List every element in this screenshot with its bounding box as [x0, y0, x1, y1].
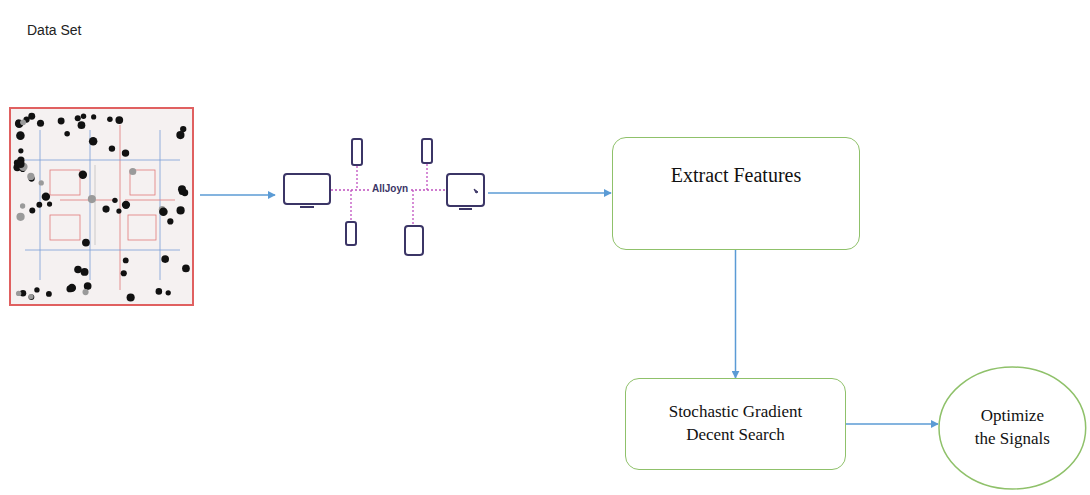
- sensor-dots: [13, 113, 189, 302]
- process-box: Stochastic Gradient Decent Search: [625, 378, 846, 470]
- network-label: AllJoyn: [370, 183, 410, 194]
- network-links: [331, 164, 445, 224]
- flow-arrow: [200, 194, 275, 196]
- devices: [284, 139, 484, 255]
- ellipse-shape: [939, 367, 1086, 489]
- node-text: Extract Features: [671, 162, 802, 189]
- flow-arrow: [488, 192, 611, 194]
- flow-arrow: [846, 423, 938, 425]
- diagram-heading: Data Set: [25, 22, 83, 38]
- dataset-image: [10, 108, 193, 305]
- node-text: Optimize the Signals: [969, 405, 1055, 451]
- ellipse-outline: [938, 366, 1087, 490]
- node-text: Stochastic Gradient Decent Search: [656, 401, 816, 447]
- network-illustration: [284, 139, 484, 255]
- process-box: Extract Features: [612, 137, 860, 250]
- output-ellipse: Optimize the Signals: [938, 366, 1087, 490]
- flow-arrow: [735, 250, 737, 378]
- dataset-frame: [10, 108, 193, 305]
- floor-plan-lines: [25, 125, 180, 290]
